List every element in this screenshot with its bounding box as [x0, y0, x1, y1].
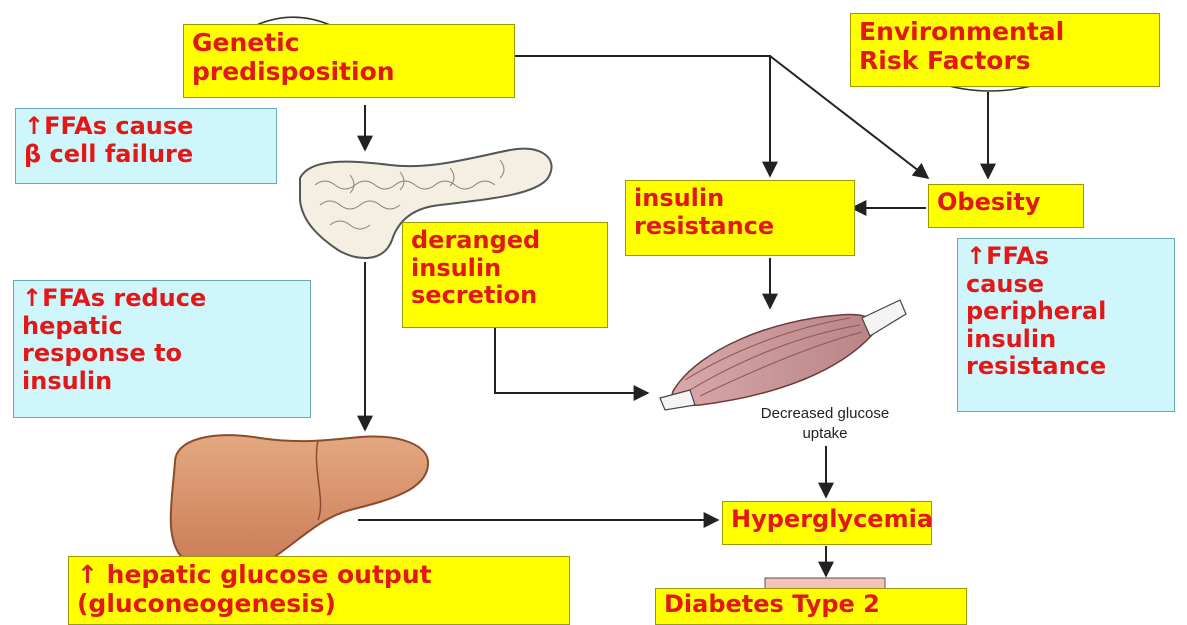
muscle-illustration — [660, 300, 906, 410]
genetic-line-2: predisposition — [192, 58, 506, 87]
muscle-caption-line-1: Decreased glucose — [700, 404, 950, 424]
ffa-hepatic-box: ↑FFAs reduce hepatic response to insulin — [13, 280, 311, 418]
deranged-insulin-box: deranged insulin secretion — [402, 222, 608, 328]
genetic-line-1: Genetic — [192, 29, 506, 58]
ffa-beta-line-2: β cell failure — [24, 141, 268, 169]
hepatic-output-line-2: (gluconeogenesis) — [77, 590, 561, 619]
ffa-hepatic-line-3: response to — [22, 340, 302, 368]
diabetes-type-2-box: Diabetes Type 2 — [655, 588, 967, 625]
ffa-hepatic-line-2: hepatic — [22, 313, 302, 341]
insulin-resistance-line-2: resistance — [634, 213, 846, 241]
diabetes-label: Diabetes Type 2 — [664, 591, 958, 619]
insulin-resistance-line-1: insulin — [634, 185, 846, 213]
hepatic-output-line-1: ↑ hepatic glucose output — [77, 561, 561, 590]
genetic-predisposition-box: Genetic predisposition — [183, 24, 515, 98]
obesity-box: Obesity — [928, 184, 1084, 228]
environmental-risk-box: Environmental Risk Factors — [850, 13, 1160, 87]
hepatic-glucose-output-box: ↑ hepatic glucose output (gluconeogenesi… — [68, 556, 570, 625]
muscle-caption: Decreased glucose uptake — [700, 404, 950, 443]
muscle-caption-line-2: uptake — [700, 424, 950, 444]
obesity-label: Obesity — [937, 189, 1075, 217]
ffa-peripheral-line-1: ↑FFAs — [966, 243, 1166, 271]
ffa-peripheral-box: ↑FFAs cause peripheral insulin resistanc… — [957, 238, 1175, 412]
environmental-line-1: Environmental — [859, 18, 1151, 47]
ffa-hepatic-line-4: insulin — [22, 368, 302, 396]
ffa-peripheral-line-4: insulin — [966, 326, 1166, 354]
hyperglycemia-box: Hyperglycemia — [722, 501, 932, 545]
ffa-peripheral-line-5: resistance — [966, 353, 1166, 381]
insulin-resistance-box: insulin resistance — [625, 180, 855, 256]
ffa-peripheral-line-3: peripheral — [966, 298, 1166, 326]
hyperglycemia-label: Hyperglycemia — [731, 506, 923, 534]
ffa-peripheral-line-2: cause — [966, 271, 1166, 299]
ffa-beta-cell-box: ↑FFAs cause β cell failure — [15, 108, 277, 184]
deranged-line-2: insulin — [411, 255, 599, 283]
deranged-line-1: deranged — [411, 227, 599, 255]
liver-illustration — [171, 435, 428, 573]
deranged-line-3: secretion — [411, 282, 599, 310]
ffa-hepatic-line-1: ↑FFAs reduce — [22, 285, 302, 313]
environmental-line-2: Risk Factors — [859, 47, 1151, 76]
ffa-beta-line-1: ↑FFAs cause — [24, 113, 268, 141]
